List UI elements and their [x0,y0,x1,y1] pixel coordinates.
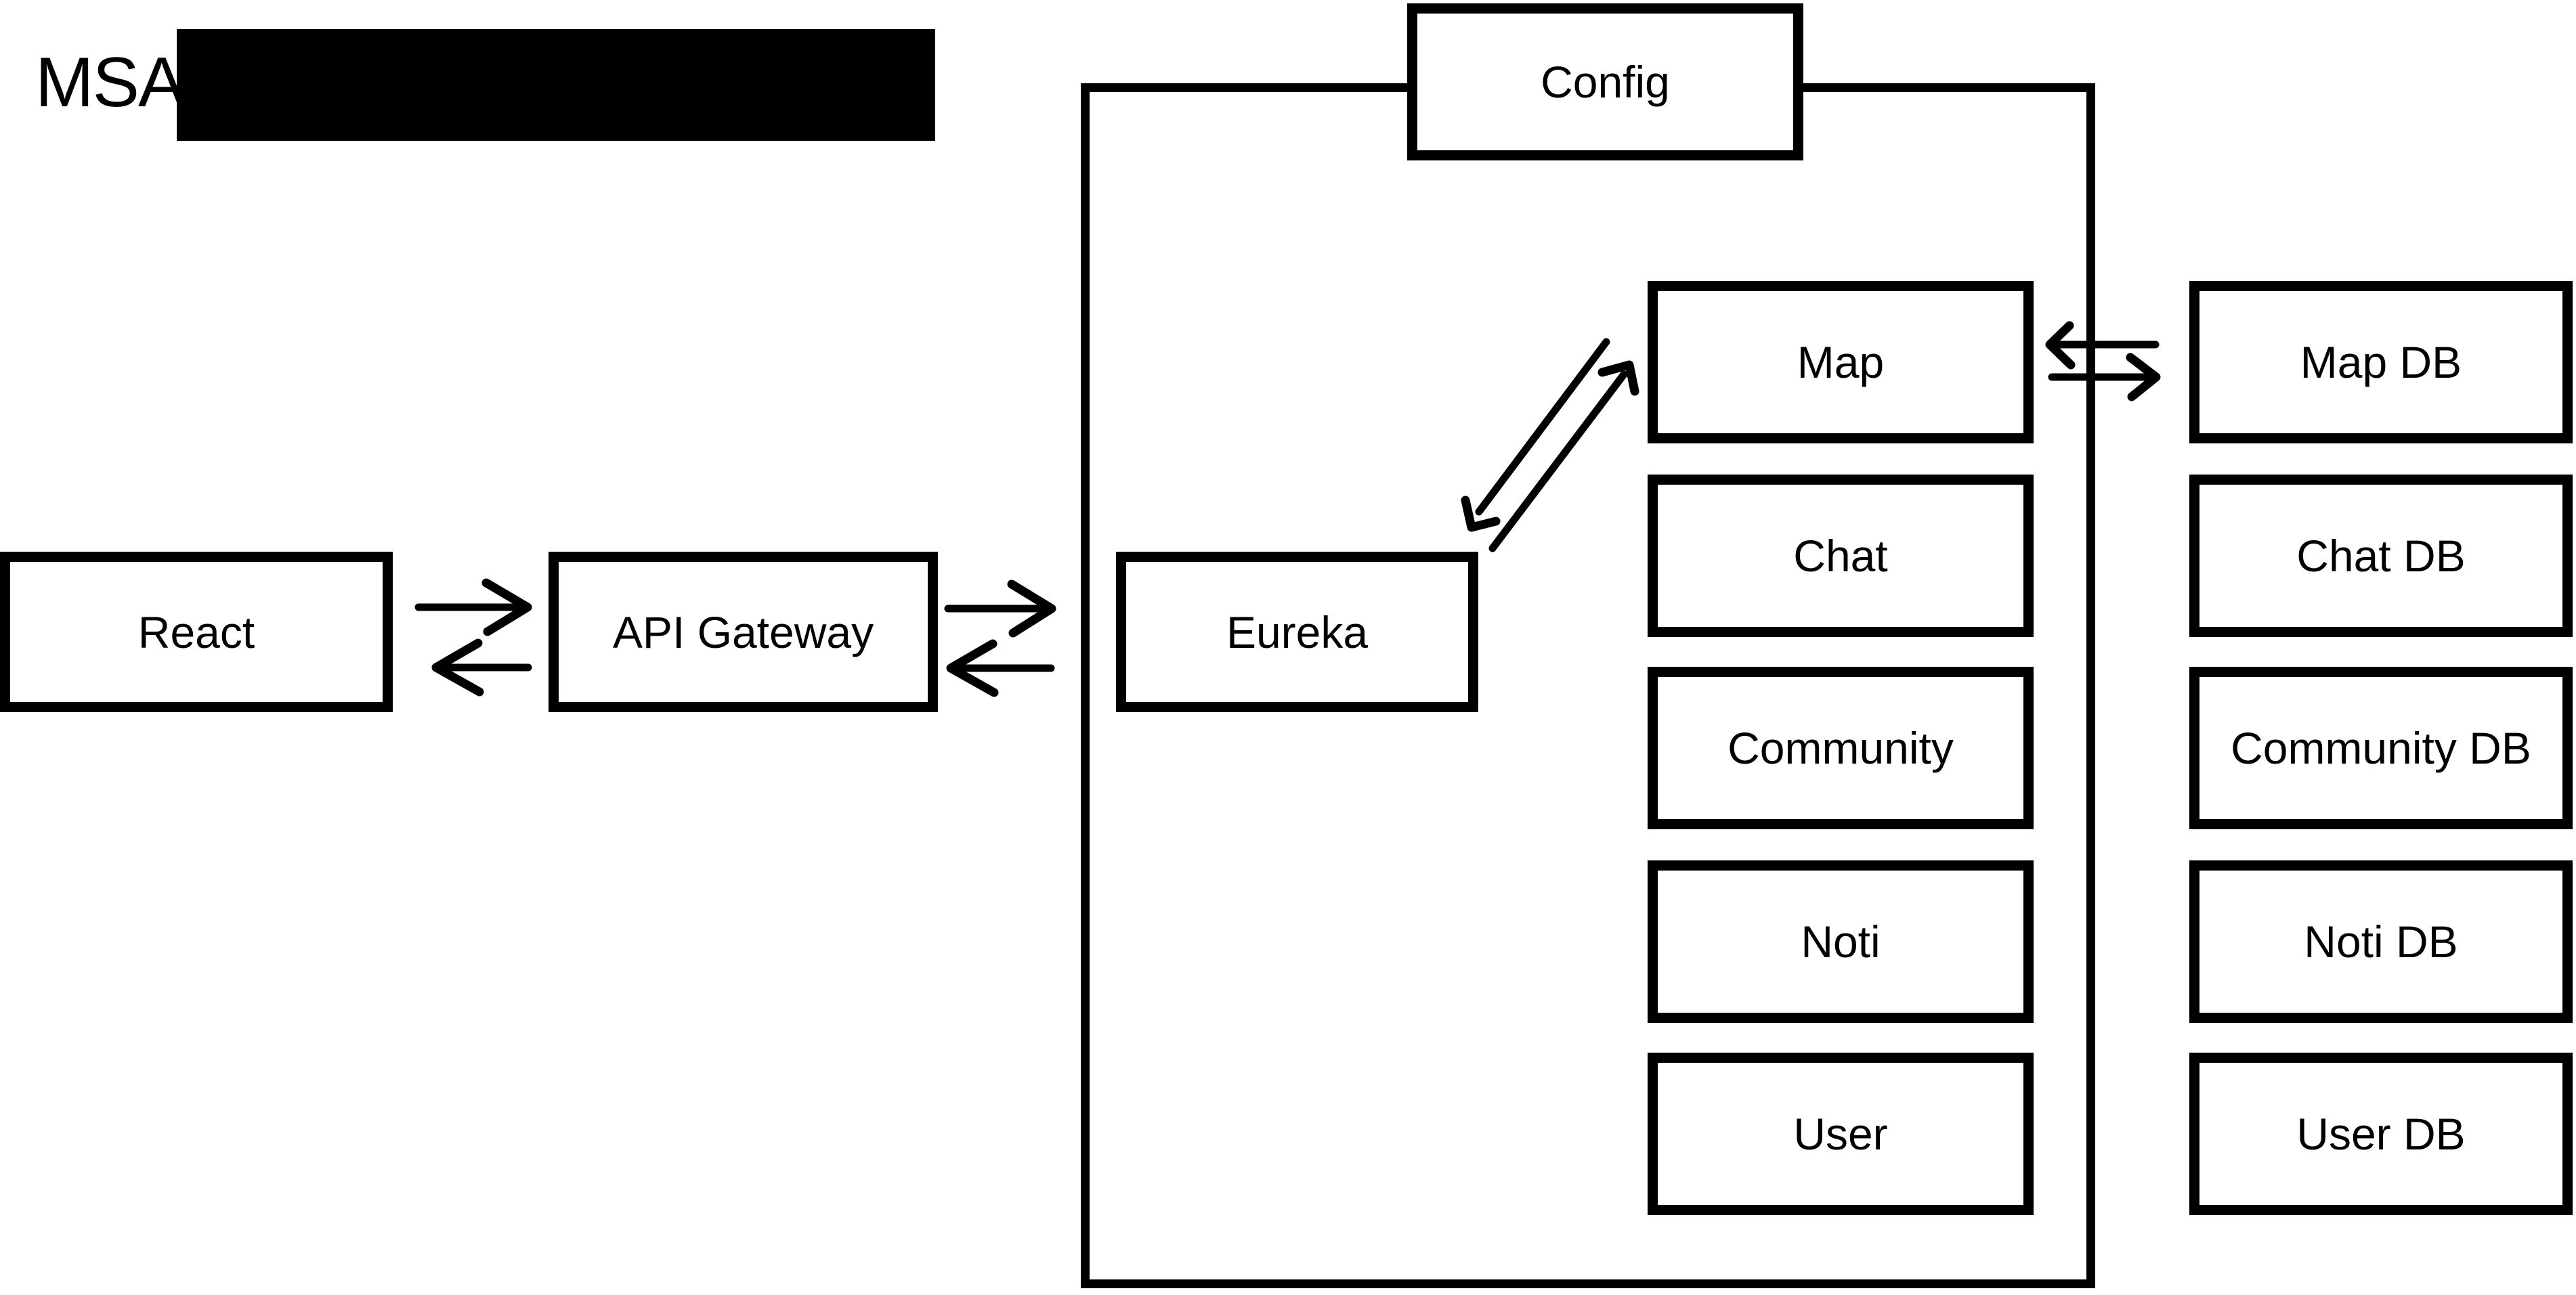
node-eureka: Eureka [1116,552,1478,712]
arrow-api-gateway-to-react [431,638,532,697]
node-eureka-label: Eureka [1226,607,1369,657]
node-react: React [0,552,393,712]
node-api-gateway: API Gateway [549,552,938,712]
node-db-map: Map DB [2189,281,2573,443]
node-db-chat-label: Chat DB [2296,531,2466,581]
service-container-outline [1081,83,2095,1288]
node-config-label: Config [1541,57,1670,107]
node-db-noti-label: Noti DB [2304,917,2458,967]
node-react-label: React [137,607,255,657]
node-service-community-label: Community [1727,723,1954,773]
node-db-user-label: User DB [2296,1109,2466,1159]
arrow-container-to-api-gateway [946,639,1055,697]
node-api-gateway-label: API Gateway [612,607,874,657]
node-db-noti: Noti DB [2189,860,2573,1023]
node-config: Config [1407,3,1803,160]
node-db-user: User DB [2189,1053,2573,1215]
node-service-user-label: User [1793,1109,1888,1159]
node-service-noti-label: Noti [1801,917,1881,967]
page-title: MSA [35,43,185,122]
node-db-community: Community DB [2189,667,2573,829]
node-db-community-label: Community DB [2231,723,2531,773]
node-service-chat: Chat [1648,475,2034,637]
redacted-title-bar [177,29,935,141]
node-service-community: Community [1648,667,2034,829]
node-service-chat-label: Chat [1793,531,1888,581]
node-service-noti: Noti [1648,860,2034,1023]
arrow-api-gateway-to-container [944,579,1056,638]
node-db-map-label: Map DB [2300,337,2462,387]
node-service-map: Map [1648,281,2034,443]
node-service-user: User [1648,1053,2034,1215]
node-service-map-label: Map [1797,337,1885,387]
arrow-react-to-api-gateway [414,578,532,636]
node-db-chat: Chat DB [2189,475,2573,637]
